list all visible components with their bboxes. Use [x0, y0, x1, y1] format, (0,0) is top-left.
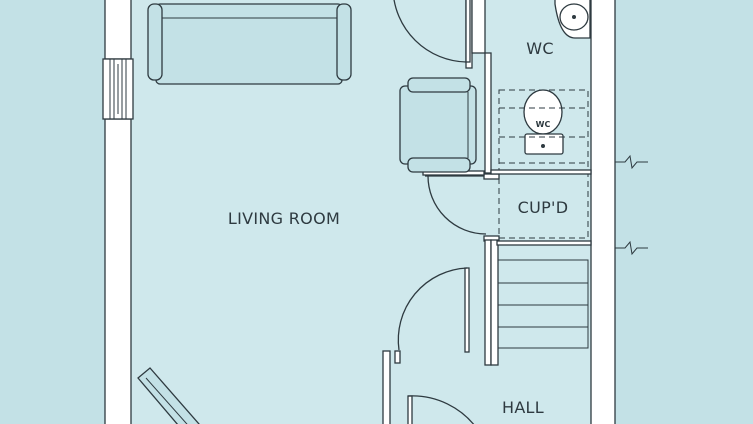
hall-label: HALL — [502, 398, 544, 417]
living-room-label: LIVING ROOM — [228, 209, 340, 228]
right-exterior-wall — [590, 0, 648, 424]
stair-dashed-outline — [498, 89, 589, 239]
toilet-label: WC — [536, 120, 551, 129]
window — [102, 58, 134, 120]
wc-cupboard-partition — [490, 169, 592, 175]
toilet: WC — [523, 89, 564, 155]
door-bottom — [407, 395, 475, 424]
sofa — [147, 3, 352, 85]
door-top — [393, 0, 471, 63]
door-hall — [397, 267, 470, 353]
wash-basin — [554, 0, 591, 39]
stairs — [497, 259, 589, 349]
cupboard-label: CUP'D — [518, 198, 569, 217]
chaise — [137, 367, 200, 424]
armchair — [399, 77, 477, 173]
wc-label: WC — [526, 39, 554, 58]
